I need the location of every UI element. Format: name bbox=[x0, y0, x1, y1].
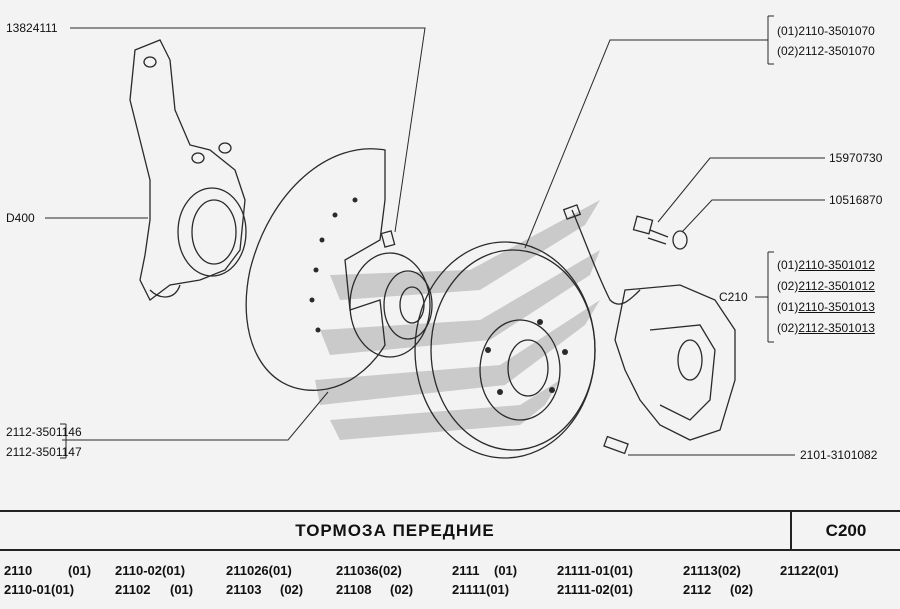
part-label-disc-1: (01)2110-3501070 bbox=[777, 24, 875, 38]
caliper-code-link[interactable]: 2112-3501013 bbox=[798, 321, 875, 335]
model-entry: 2110-01(01) bbox=[4, 582, 75, 597]
model-entry: 2112 bbox=[683, 582, 712, 597]
caliper-code-link[interactable]: 2112-3501012 bbox=[798, 279, 875, 293]
caliper-code-link[interactable]: 2110-3501013 bbox=[798, 300, 875, 314]
caliper-prefix: (02) bbox=[777, 279, 799, 293]
model-entry: 21122(01) bbox=[780, 563, 839, 578]
model-entry: 2111 bbox=[452, 563, 480, 578]
leader-lines bbox=[45, 15, 825, 459]
model-entry: (02) bbox=[390, 582, 414, 597]
model-entry: 211026(01) bbox=[226, 563, 292, 578]
brake-disc bbox=[414, 241, 596, 459]
caliper-group-row-4: (02)2112-3501013 bbox=[777, 321, 875, 335]
model-entry: 21111-01(01) bbox=[557, 563, 633, 578]
model-entry: (01) bbox=[68, 563, 92, 578]
part-label-knuckle: 13824111 bbox=[6, 21, 58, 35]
model-entry: (02) bbox=[280, 582, 304, 597]
part-label-shield-2: 2112-3501147 bbox=[6, 445, 82, 459]
caliper-code-link[interactable]: 2110-3501012 bbox=[798, 258, 875, 272]
wheel-hub bbox=[349, 230, 433, 358]
model-entry: 21111-02(01) bbox=[557, 582, 633, 597]
steering-knuckle bbox=[129, 39, 247, 301]
model-entry: (01) bbox=[170, 582, 194, 597]
model-entry: 21111(01) bbox=[452, 582, 510, 597]
caliper-assembly bbox=[562, 204, 736, 455]
caliper-group-row-1: (01)2110-3501012 bbox=[777, 258, 875, 272]
model-entry: 211036(02) bbox=[336, 563, 402, 578]
watermark-logo bbox=[315, 200, 600, 440]
model-entry: 2110-02(01) bbox=[115, 563, 186, 578]
part-label-hub-bearing: D400 bbox=[6, 211, 35, 225]
part-label-caliper-ref: C210 bbox=[719, 290, 748, 304]
caliper-group-row-3: (01)2110-3501013 bbox=[777, 300, 875, 314]
part-label-washer: 10516870 bbox=[829, 193, 883, 207]
brake-assembly-drawing bbox=[45, 15, 825, 459]
section-code: С200 bbox=[790, 512, 900, 549]
page-title: ТОРМОЗА ПЕРЕДНИЕ bbox=[295, 521, 495, 540]
caliper-prefix: (01) bbox=[777, 300, 799, 314]
model-entry: 21102 bbox=[115, 582, 151, 597]
part-label-disc-2: (02)2112-3501070 bbox=[777, 44, 875, 58]
bolt-and-washer bbox=[632, 215, 688, 250]
model-entry: (02) bbox=[730, 582, 754, 597]
title-bar: ТОРМОЗА ПЕРЕДНИЕ С200 bbox=[0, 510, 900, 551]
part-label-bleed-valve: 2101-3101082 bbox=[800, 448, 878, 462]
brake-shield bbox=[245, 148, 386, 391]
model-entry: 21108 bbox=[336, 582, 372, 597]
part-label-shield-1: 2112-3501146 bbox=[6, 425, 82, 439]
caliper-prefix: (01) bbox=[777, 258, 799, 272]
caliper-group-row-2: (02)2112-3501012 bbox=[777, 279, 875, 293]
model-entry: (01) bbox=[494, 563, 518, 578]
model-entry: 2110 bbox=[4, 563, 33, 578]
part-label-bolt: 15970730 bbox=[829, 151, 883, 165]
caliper-prefix: (02) bbox=[777, 321, 799, 335]
model-entry: 21103 bbox=[226, 582, 262, 597]
model-entry: 21113(02) bbox=[683, 563, 741, 578]
